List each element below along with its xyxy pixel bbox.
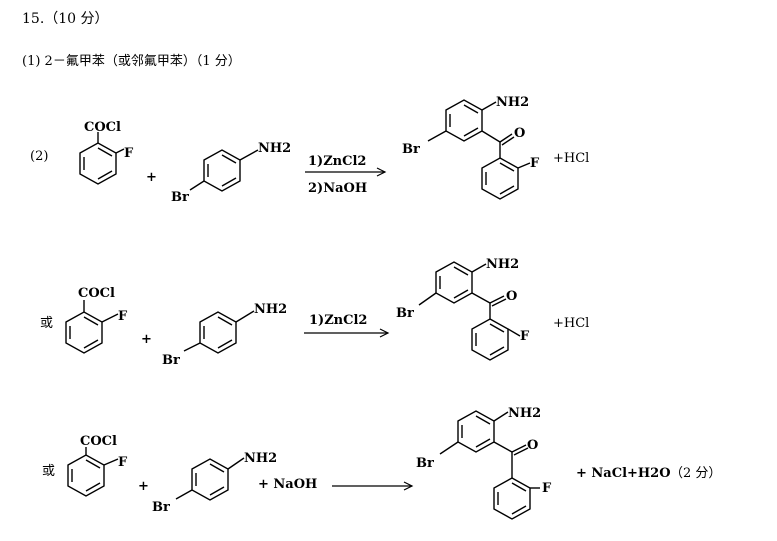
reaction-3: 或 COCl F + NH2 Br + NaOH: [42, 406, 721, 520]
reaction-1-amine-nh2: NH2: [258, 141, 291, 156]
reaction-1-label: (2): [30, 149, 48, 164]
reaction-2-plus: +: [141, 332, 152, 347]
reaction-3-product: NH2 Br O F: [416, 406, 552, 520]
reaction-2-reagent-top: 1)ZnCl2: [309, 313, 367, 328]
reaction-3-extra-reagent: + NaOH: [258, 477, 317, 492]
reaction-1-plus: +: [146, 170, 157, 185]
part-1-answer: (1) 2－氟甲苯（或邻氟甲苯）（1 分）: [22, 54, 241, 69]
reaction-3-byproduct: + NaCl+H2O: [576, 466, 671, 481]
reaction-3-amine-br: Br: [152, 500, 170, 515]
reaction-1-arrow: 1)ZnCl2 2)NaOH: [305, 154, 387, 196]
reaction-2-product-br: Br: [396, 306, 414, 321]
reaction-1-acyl-chloride: COCl F: [79, 120, 134, 185]
reaction-1-acyl-group: COCl: [84, 120, 121, 135]
reaction-1-product-nh2: NH2: [496, 95, 529, 110]
reaction-3-acyl-chloride: COCl F: [67, 434, 128, 497]
question-title: 15.（10 分）: [22, 11, 109, 27]
reaction-3-plus: +: [138, 479, 149, 494]
reaction-1-reagent-bottom: 2)NaOH: [308, 181, 367, 196]
reaction-2-arrow: 1)ZnCl2: [304, 313, 390, 338]
reaction-1-product-f: F: [530, 156, 540, 171]
reaction-3-acyl-group: COCl: [80, 434, 117, 449]
reaction-3-acyl-f: F: [118, 455, 128, 470]
reaction-1-acyl-f: F: [124, 146, 134, 161]
reaction-3-amine-nh2: NH2: [244, 451, 277, 466]
reaction-3-product-br: Br: [416, 456, 434, 471]
reaction-2-bromoaniline: NH2 Br: [162, 302, 287, 368]
reaction-3-product-o: O: [527, 438, 538, 453]
reaction-3-score: （2 分）: [670, 466, 721, 481]
reaction-1-byproduct: +HCl: [553, 151, 589, 166]
reaction-3-bromoaniline: NH2 Br: [152, 451, 277, 515]
reaction-1-product-o: O: [514, 126, 525, 141]
reaction-1-product: NH2 Br O F: [402, 95, 540, 200]
reaction-2-amine-br: Br: [162, 353, 180, 368]
reaction-3-label: 或: [42, 464, 55, 479]
reaction-2-acyl-f: F: [118, 309, 128, 324]
reaction-2-byproduct: +HCl: [553, 316, 589, 331]
reaction-1: (2) COCl F + NH2 Br 1)ZnCl2 2)NaOH: [30, 95, 589, 205]
reaction-2-product: NH2 Br O F: [396, 257, 530, 361]
reaction-1-amine-br: Br: [171, 190, 189, 205]
reaction-3-product-nh2: NH2: [508, 406, 541, 421]
reaction-2-product-o: O: [506, 289, 517, 304]
reaction-2-label: 或: [40, 316, 53, 331]
reaction-1-bromoaniline: NH2 Br: [171, 141, 291, 205]
reaction-3-arrow: [332, 481, 414, 491]
reaction-3-product-f: F: [542, 481, 552, 496]
reaction-2: 或 COCl F + NH2 Br 1)ZnCl2: [40, 257, 589, 368]
reaction-2-amine-nh2: NH2: [254, 302, 287, 317]
reaction-2-product-nh2: NH2: [486, 257, 519, 272]
reaction-2-acyl-group: COCl: [78, 286, 115, 301]
reaction-2-acyl-chloride: COCl F: [65, 286, 128, 354]
reaction-1-reagent-top: 1)ZnCl2: [308, 154, 366, 169]
reaction-1-product-br: Br: [402, 142, 420, 157]
reaction-2-product-f: F: [520, 329, 530, 344]
